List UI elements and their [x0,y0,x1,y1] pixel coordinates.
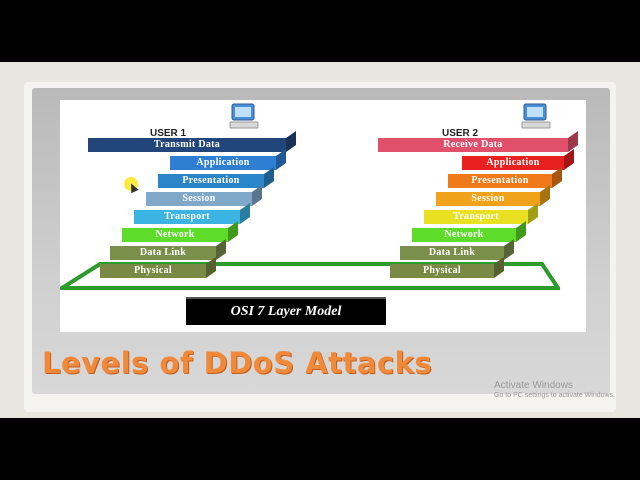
slide-headline: Levels of DDoS Attacks [42,346,433,380]
left-layer-presentation: Presentation [158,166,274,188]
layer-label: Transport [453,211,499,222]
cursor-highlight [124,177,138,191]
layer-label: Data Link [428,247,476,258]
layer-label: Data Link [139,247,187,258]
activate-windows-subtitle: Go to PC settings to activate Windows. [494,392,615,399]
layer-label: Session [182,193,216,204]
right-layer-network: Network [412,220,526,242]
layer-label: Physical [423,265,461,276]
activate-windows-title: Activate Windows [494,380,573,391]
layer-label: Physical [134,265,172,276]
layer-label: Application [196,157,250,168]
right-layer-presentation: Presentation [448,166,562,188]
osi-model-label: OSI 7 Layer Model [186,297,386,325]
left-layer-transport: Transport [134,202,250,224]
layer-label: Network [155,229,195,240]
user2-label: USER 2 [442,128,479,139]
left-layer-transmit-data: Transmit Data [88,130,296,152]
right-layer-application: Application [462,148,574,170]
computer-icon [521,103,551,129]
layer-label: Application [486,157,540,168]
user1-label: USER 1 [150,128,187,139]
layer-label: Transmit Data [153,139,221,150]
layer-label: Presentation [182,175,240,186]
left-layer-session: Session [146,184,262,206]
right-layer-transport: Transport [424,202,538,224]
layer-label: Receive Data [443,139,503,150]
right-layer-receive-data: Receive Data [378,130,578,152]
osi-diagram: USER 1 USER 2 Transmit Data Application … [60,100,586,332]
layer-label: Network [444,229,484,240]
left-layer-network: Network [122,220,238,242]
left-layer-data-link: Data Link [110,238,226,260]
right-layer-session: Session [436,184,550,206]
left-layer-application: Application [170,148,286,170]
right-layer-data-link: Data Link [400,238,514,260]
computer-icon [229,103,259,129]
layer-label: Presentation [471,175,529,186]
left-layer-physical: Physical [100,256,216,278]
layer-label: Transport [164,211,210,222]
layer-label: Session [471,193,505,204]
right-layer-physical: Physical [390,256,504,278]
